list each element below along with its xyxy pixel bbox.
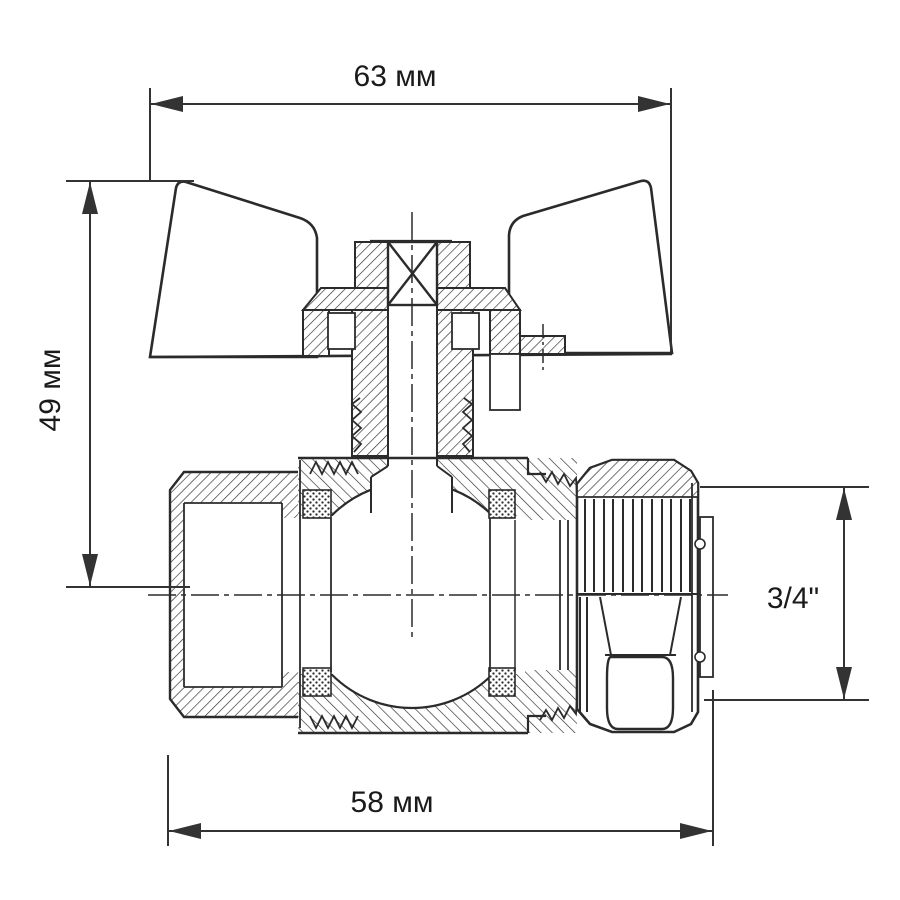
arrowhead xyxy=(680,823,712,839)
compression-nut xyxy=(575,458,714,734)
handle-hook-right xyxy=(451,312,480,350)
arrowhead xyxy=(82,554,98,586)
seal-bottom-left xyxy=(302,667,332,697)
dimension-left-height: 49 мм xyxy=(34,180,194,588)
pipe-stop-strip xyxy=(699,516,714,678)
stem-block-right xyxy=(436,241,471,289)
handle-left-wing xyxy=(148,180,319,359)
strip-bump-bottom xyxy=(694,651,706,663)
gland-left xyxy=(351,309,389,457)
strip-bump-top xyxy=(694,538,706,550)
stem-assembly xyxy=(300,239,566,514)
stem-collar-right-leg xyxy=(489,309,521,355)
seal-top-right xyxy=(488,489,516,519)
seal-top-left xyxy=(302,489,332,519)
thread-teeth-top-left xyxy=(309,459,359,477)
dim-label-bottom-length: 58 мм xyxy=(351,786,434,819)
stem-channel-edges xyxy=(370,305,453,513)
dimension-bottom-length: 58 мм xyxy=(167,690,714,846)
dim-label-left-height: 49 мм xyxy=(34,349,67,432)
arrowhead xyxy=(836,488,852,520)
ball-seat-seals xyxy=(302,489,516,697)
dimension-right-size: 3/4" xyxy=(700,486,869,701)
thread-teeth-top-right xyxy=(539,470,578,496)
thread-teeth-bottom-left xyxy=(309,713,359,731)
handle-right-wing xyxy=(507,179,674,355)
nut-chamfer-hatch xyxy=(576,459,699,498)
nut-knurl-ribs xyxy=(584,499,691,592)
nut-hex-lower xyxy=(579,596,682,731)
gland-thread-left xyxy=(350,397,363,453)
stem-collar-right xyxy=(436,287,522,311)
dim-label-right-size: 3/4" xyxy=(767,582,819,615)
thread-teeth-bottom-right xyxy=(539,696,578,722)
arrowhead xyxy=(836,667,852,699)
dim-label-top-width: 63 мм xyxy=(354,60,437,93)
gland-thread-right xyxy=(461,397,474,453)
nut-outline xyxy=(575,458,700,734)
butterfly-handle xyxy=(148,179,674,359)
centerlines xyxy=(148,212,728,642)
arrowhead xyxy=(638,96,670,112)
dimensions: 63 мм 49 мм 3/4" 58 мм xyxy=(34,60,869,846)
arrowhead xyxy=(151,96,183,112)
stem-bracket-right xyxy=(489,353,521,411)
stem-collar-left-leg xyxy=(302,309,330,357)
seal-bottom-right xyxy=(488,667,516,697)
stem-block-left xyxy=(354,241,389,289)
arrowhead xyxy=(82,182,98,214)
arrowhead xyxy=(169,823,201,839)
handle-hook-left xyxy=(327,312,356,350)
dimension-top-width: 63 мм xyxy=(149,60,672,352)
